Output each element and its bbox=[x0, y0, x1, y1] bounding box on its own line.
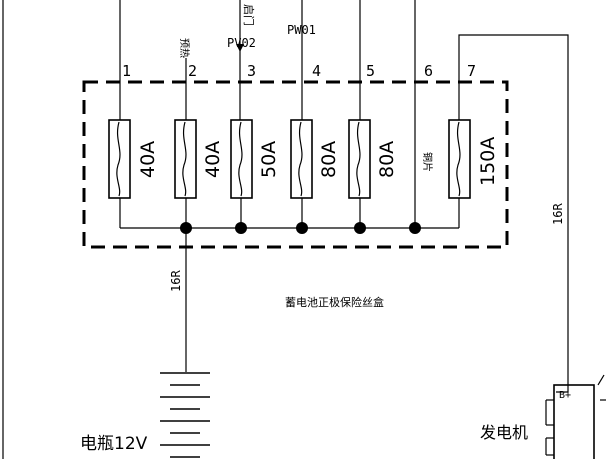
pv02-arrow-icon bbox=[236, 44, 244, 52]
fuse-rating-1: 40A bbox=[137, 141, 159, 178]
wire-16r-right-label: 16R bbox=[551, 203, 565, 225]
terminal-number-1: 1 bbox=[122, 62, 131, 80]
wire-terminal-7-to-generator bbox=[458, 34, 569, 393]
fuse-4 bbox=[290, 119, 313, 199]
terminal-number-3: 3 bbox=[247, 62, 256, 80]
junction-dot bbox=[235, 222, 247, 234]
fuse-7 bbox=[448, 119, 471, 199]
terminal-number-2: 2 bbox=[188, 62, 197, 80]
terminal-number-5: 5 bbox=[366, 62, 375, 80]
preheat-label: 预热 bbox=[178, 38, 191, 58]
fuse-rating-5: 80A bbox=[376, 141, 398, 178]
junction-dot bbox=[409, 222, 421, 234]
wire-16r-left-label: 16R bbox=[169, 270, 183, 292]
fuse-5 bbox=[348, 119, 371, 199]
fuse-rating-7: 150A bbox=[477, 137, 499, 186]
battery-icon bbox=[160, 372, 210, 458]
fuse-rating-4: 80A bbox=[318, 141, 340, 178]
fuse-rating-2: 40A bbox=[202, 141, 224, 178]
fuse-1 bbox=[108, 119, 131, 199]
generator-label: 发电机 bbox=[480, 423, 528, 442]
battery-label: 电瓶12V bbox=[80, 434, 148, 454]
copper-strip-label: 铜片 bbox=[421, 152, 434, 172]
fuse-rating-3: 50A bbox=[258, 141, 280, 178]
junction-dot bbox=[296, 222, 308, 234]
junction-dot bbox=[354, 222, 366, 234]
terminal-number-7: 7 bbox=[467, 62, 476, 80]
pw01-label: PW01 bbox=[287, 23, 316, 37]
top-mark-label: 启门 bbox=[242, 4, 256, 26]
generator-terminal-label: B+ bbox=[559, 390, 571, 401]
terminal-number-4: 4 bbox=[312, 62, 321, 80]
fuse-box-outline bbox=[82, 80, 509, 249]
fuse-box-title: 蓄电池正极保险丝盒 bbox=[285, 295, 384, 309]
terminal-number-6: 6 bbox=[424, 62, 433, 80]
fuse-3 bbox=[230, 119, 253, 199]
fuse-2 bbox=[174, 119, 197, 199]
generator-terminal-icon bbox=[545, 374, 606, 459]
pv02-label: PV02 bbox=[227, 36, 256, 50]
